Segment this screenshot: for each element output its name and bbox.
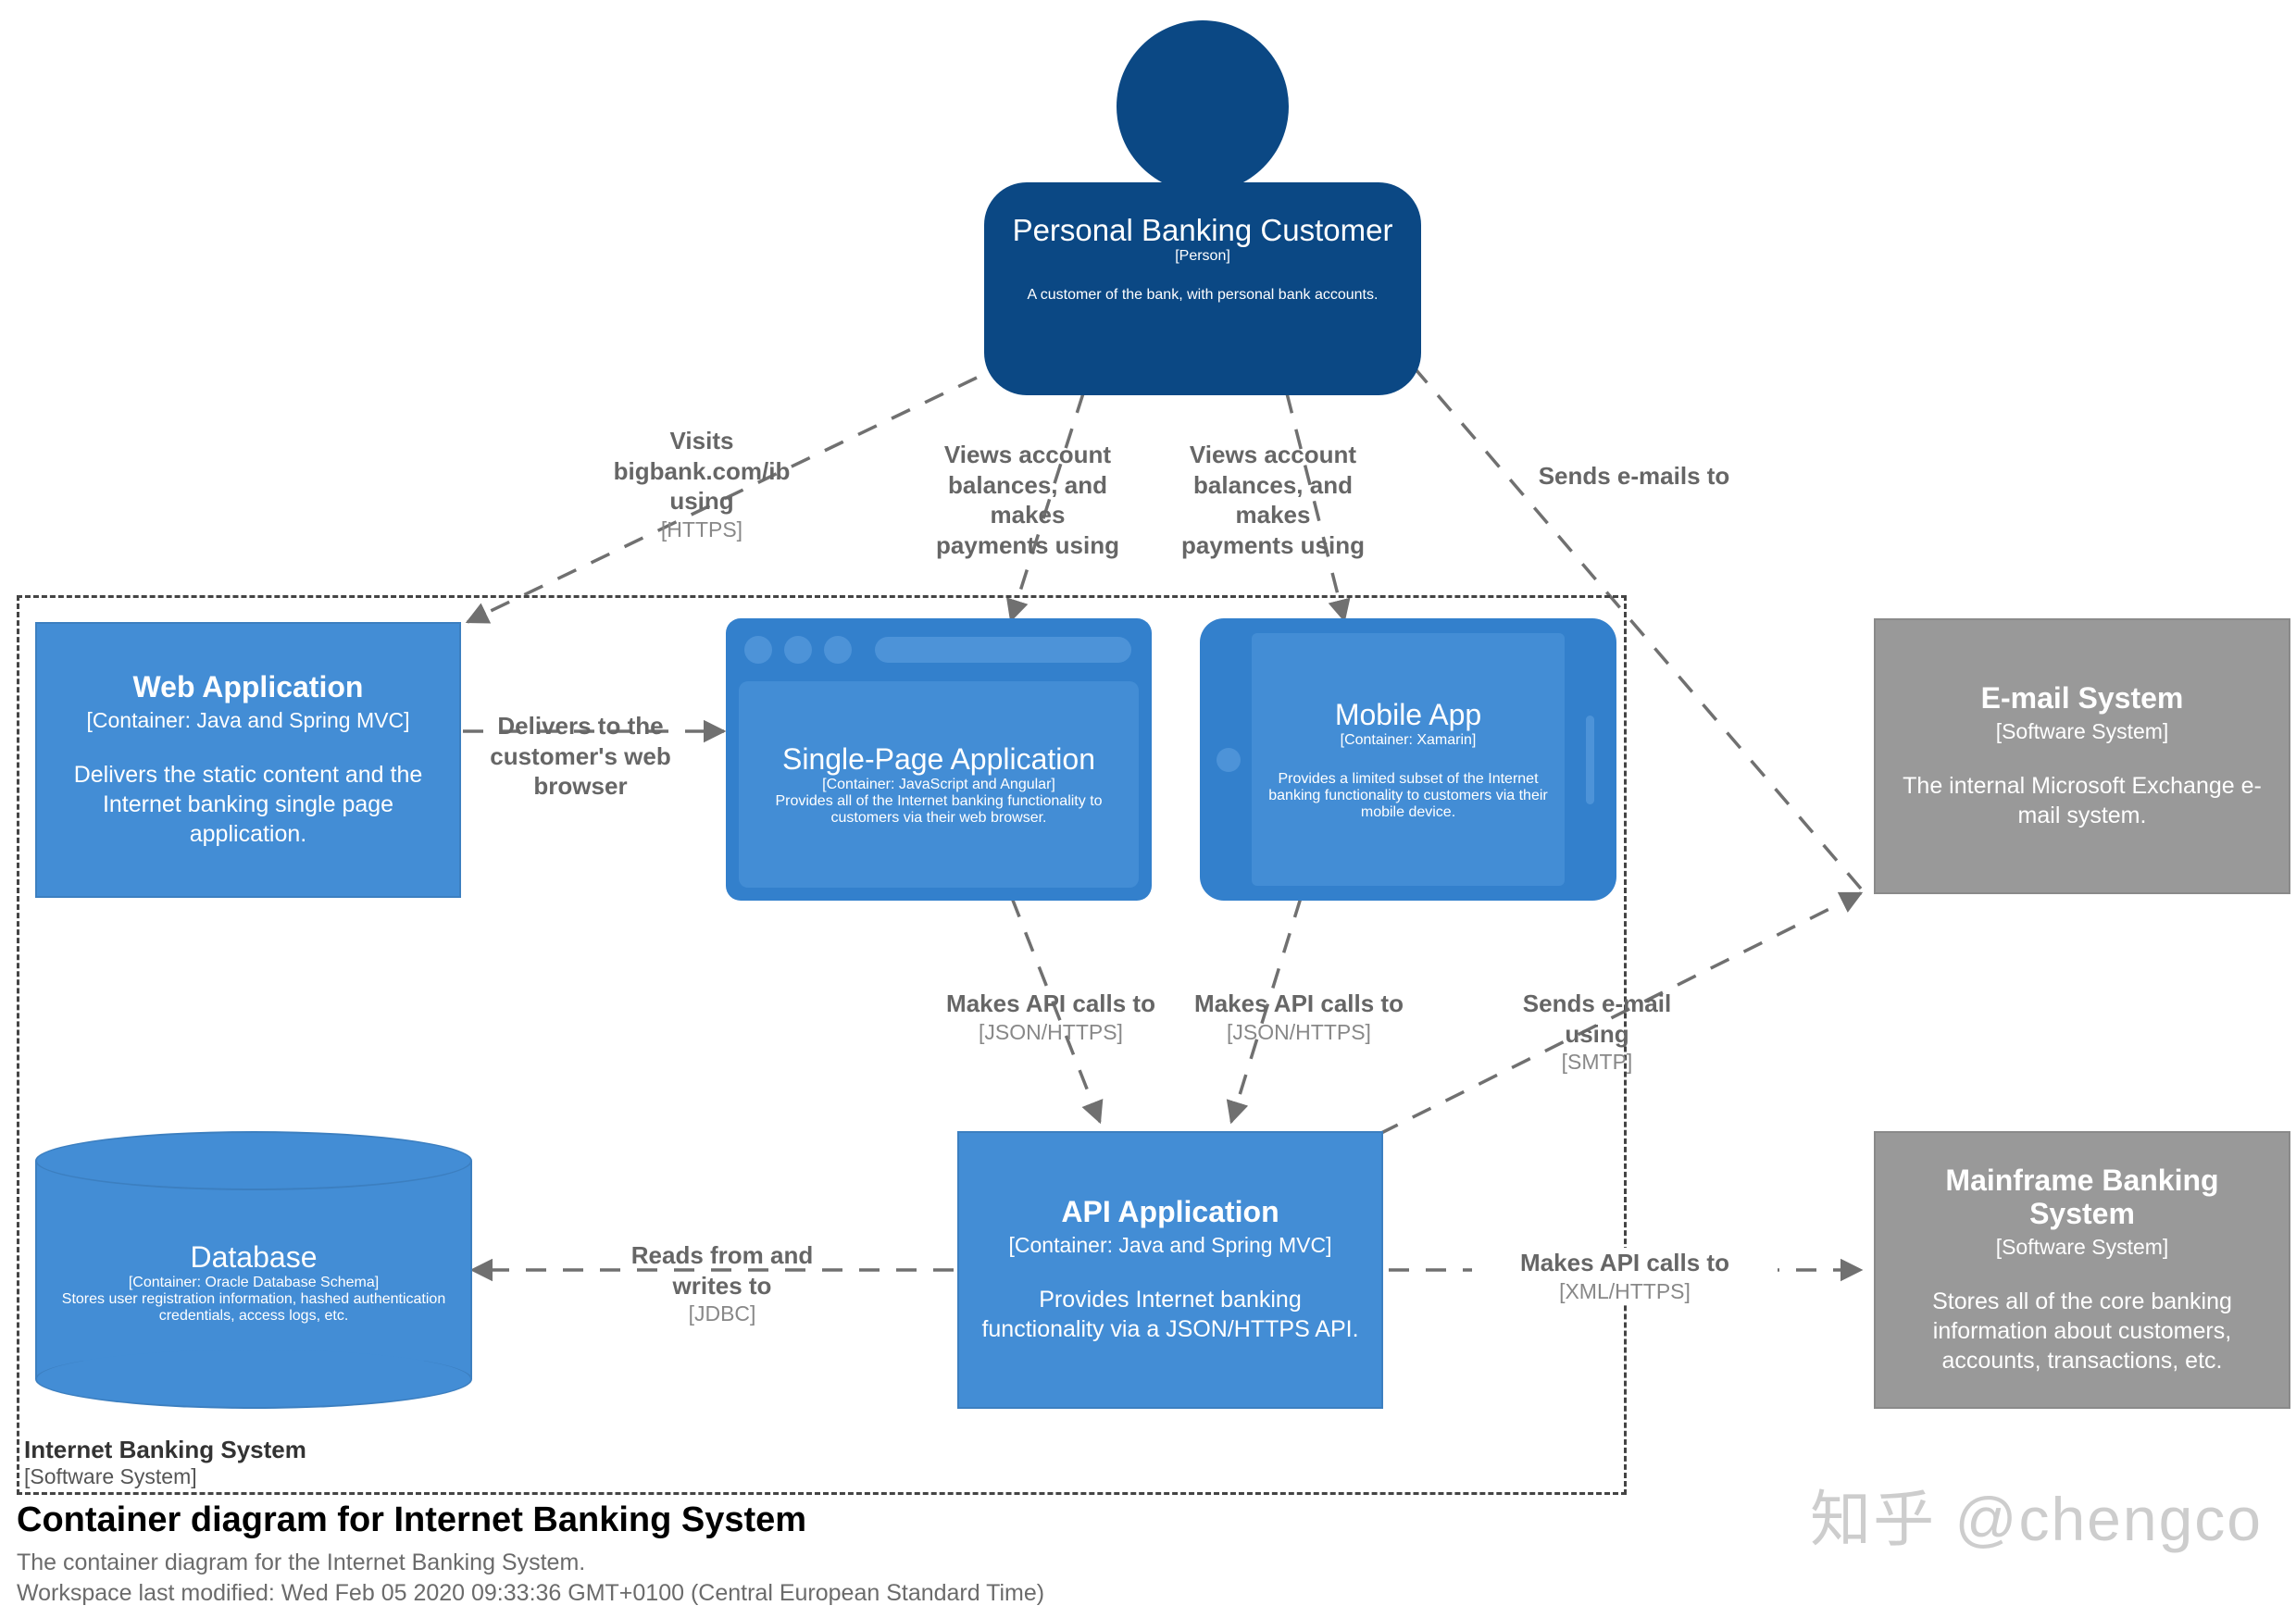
edge-label-text: Views account balances, and makes paymen… [936, 441, 1119, 559]
system-boundary-label: Internet Banking System [Software System… [24, 1436, 306, 1490]
single-page-application-description: Provides all of the Internet banking fun… [775, 793, 1103, 826]
browser-address-bar [875, 637, 1131, 663]
edge-label-api-to-database: Reads from and writes to [JDBC] [606, 1240, 838, 1327]
edge-label-text: Visits bigbank.com/ib using [613, 427, 791, 515]
tablet-viewport [1252, 633, 1565, 886]
database-cylinder-bottom [35, 1350, 472, 1409]
web-application-title: Web Application [132, 670, 364, 704]
database-type: [Container: Oracle Database Schema] [128, 1274, 380, 1290]
mainframe-banking-system-description: Stores all of the core banking informati… [1932, 1288, 2232, 1374]
tablet-speaker-icon [1586, 715, 1594, 804]
email-system-type: [Software System] [1995, 719, 2169, 744]
browser-dot-maximize-icon [824, 636, 852, 664]
tablet-home-button-icon [1217, 747, 1241, 772]
edge-label-customer-to-webapp: Visits bigbank.com/ib using [HTTPS] [600, 426, 804, 542]
browser-dot-close-icon [744, 636, 772, 664]
edge-label-text: Makes API calls to [1194, 989, 1404, 1017]
api-application-description: Provides Internet banking functionality … [981, 1286, 1359, 1342]
person-type: [Person] [1175, 248, 1230, 264]
edge-label-text: Makes API calls to [946, 989, 1155, 1017]
email-system-description: The internal Microsoft Exchange e-mail s… [1903, 772, 2262, 828]
api-application-title: API Application [1061, 1195, 1279, 1229]
edge-label-mobile-to-api: Makes API calls to [JSON/HTTPS] [1183, 989, 1415, 1045]
edge-label-tech: [JSON/HTTPS] [979, 1019, 1123, 1044]
person-description: A customer of the bank, with personal ba… [1027, 287, 1379, 303]
node-mainframe-banking-system[interactable]: Mainframe Banking System [Software Syste… [1874, 1131, 2290, 1409]
edge-label-email-to-customer: Sends e-mails to [1481, 461, 1787, 492]
node-email-system[interactable]: E-mail System [Software System] The inte… [1874, 618, 2290, 894]
database-cylinder-top [35, 1131, 472, 1190]
system-boundary-internet-banking-system [17, 595, 1627, 1495]
database-title: Database [190, 1239, 318, 1274]
email-system-title: E-mail System [1980, 681, 2184, 716]
node-single-page-application[interactable]: Single-Page Application [Container: Java… [726, 618, 1152, 901]
diagram-last-modified: Workspace last modified: Wed Feb 05 2020… [17, 1579, 1045, 1606]
person-title: Personal Banking Customer [1012, 213, 1393, 247]
edge-label-customer-to-spa: Views account balances, and makes paymen… [935, 440, 1120, 560]
edge-label-webapp-to-spa: Delivers to the customer's web browser [483, 711, 678, 802]
diagram-subtitle: The container diagram for the Internet B… [17, 1549, 586, 1575]
node-api-application[interactable]: API Application [Container: Java and Spr… [957, 1131, 1383, 1409]
single-page-application-type: [Container: JavaScript and Angular] [822, 777, 1055, 792]
api-application-type: [Container: Java and Spring MVC] [1008, 1233, 1332, 1258]
browser-dot-minimize-icon [784, 636, 812, 664]
database-cylinder-body [35, 1161, 472, 1379]
mobile-app-description: Provides a limited subset of the Interne… [1268, 771, 1548, 820]
edge-label-api-to-mainframe: Makes API calls to [XML/HTTPS] [1472, 1248, 1778, 1305]
edge-label-tech: [JDBC] [688, 1301, 756, 1326]
edge-label-text: Reads from and writes to [630, 1241, 814, 1300]
node-web-application[interactable]: Web Application [Container: Java and Spr… [35, 622, 461, 898]
web-application-type: [Container: Java and Spring MVC] [86, 708, 410, 733]
mobile-app-title: Mobile App [1334, 698, 1482, 731]
edge-label-customer-to-mobile: Views account balances, and makes paymen… [1180, 440, 1366, 560]
node-personal-banking-customer[interactable]: Personal Banking Customer [Person] A cus… [984, 20, 1421, 395]
edge-label-text: Sends e-mails to [1538, 462, 1730, 490]
web-application-description: Delivers the static content and the Inte… [73, 761, 423, 847]
person-head-icon [1117, 20, 1289, 193]
edge-label-text: Makes API calls to [1520, 1249, 1729, 1276]
mainframe-banking-system-title: Mainframe Banking System [1945, 1164, 2219, 1231]
mobile-app-type: [Container: Xamarin] [1340, 732, 1477, 748]
edge-label-spa-to-api: Makes API calls to [JSON/HTTPS] [935, 989, 1167, 1045]
watermark: 知乎 @chengco [1810, 1485, 2263, 1553]
edge-label-tech: [JSON/HTTPS] [1227, 1019, 1371, 1044]
browser-viewport [739, 681, 1139, 888]
single-page-application-title: Single-Page Application [781, 742, 1095, 776]
edge-label-api-to-email: Sends e-mail using [SMTP] [1509, 989, 1685, 1076]
mainframe-banking-system-type: [Software System] [1995, 1235, 2169, 1260]
edge-label-tech: [HTTPS] [660, 517, 743, 541]
edge-label-text: Delivers to the customer's web browser [490, 712, 671, 800]
node-mobile-app[interactable]: Mobile App [Container: Xamarin] Provides… [1200, 618, 1616, 901]
person-body-shape [984, 182, 1421, 395]
edge-label-tech: [XML/HTTPS] [1559, 1278, 1691, 1303]
browser-chrome-bar [739, 631, 1139, 668]
edge-label-text: Views account balances, and makes paymen… [1181, 441, 1365, 559]
database-description: Stores user registration information, ha… [61, 1290, 446, 1324]
edge-label-tech: [SMTP] [1561, 1050, 1633, 1074]
boundary-type: [Software System] [24, 1464, 197, 1489]
diagram-footer: Container diagram for Internet Banking S… [17, 1500, 1044, 1609]
edge-label-text: Sends e-mail using [1522, 989, 1672, 1048]
node-database[interactable]: Database [Container: Oracle Database Sch… [35, 1131, 472, 1409]
diagram-title: Container diagram for Internet Banking S… [17, 1500, 807, 1539]
boundary-name: Internet Banking System [24, 1436, 306, 1463]
